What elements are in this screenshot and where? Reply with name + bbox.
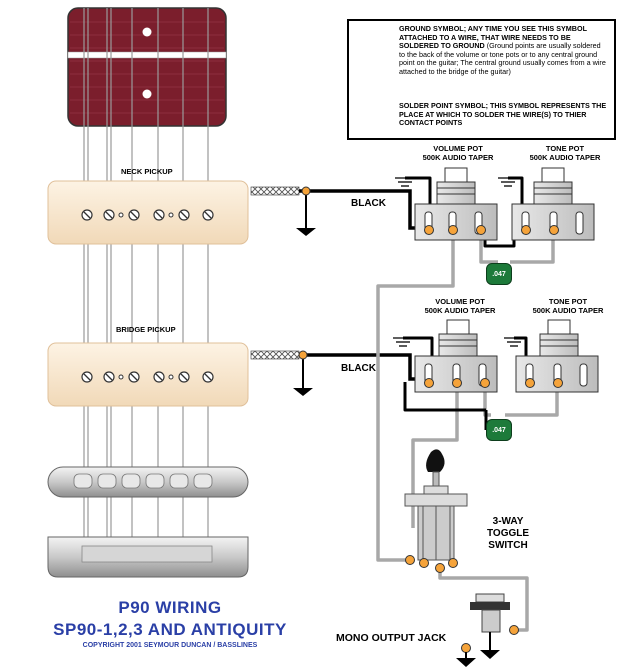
fret-marker: [142, 27, 152, 37]
neck-volume-pot: [414, 167, 498, 241]
legend-ground-title: GROUND SYMBOL; ANY TIME YOU SEE THIS SYM…: [399, 24, 587, 51]
ground-symbol: [393, 177, 524, 347]
gray-wiring: [376, 232, 559, 632]
legend-solder-title: SOLDER POINT SYMBOL; THIS SYMBOL REPRESE…: [399, 101, 607, 128]
bridge-tone-pot: [515, 319, 599, 393]
bridge-tone-capacitor: .047: [486, 419, 512, 441]
bridge-volume-pot: [414, 319, 498, 393]
bridge-pickup: [47, 342, 249, 407]
neck-pickup-lead: [250, 186, 425, 236]
guitar-bridge: [47, 466, 249, 498]
tailpiece: [47, 536, 249, 578]
bridge-pickup-lead: [250, 350, 425, 396]
copyright-notice: COPYRIGHT 2001 SEYMOUR DUNCAN / BASSLINE…: [82, 642, 258, 649]
output-jack: [456, 593, 519, 667]
fret-marker: [142, 89, 152, 99]
bridge-pickup-label: BRIDGE PICKUP: [116, 325, 176, 334]
toggle-switch: [404, 449, 468, 573]
fretboard: [67, 7, 227, 127]
neck-tone-pot: [511, 167, 595, 241]
legend-box: GROUND SYMBOL; ANY TIME YOU SEE THIS SYM…: [347, 19, 616, 140]
diagram-subtitle: SP90-1,2,3 AND ANTIQUITY: [53, 620, 287, 639]
neck-tone-capacitor: .047: [486, 263, 512, 285]
bridge-wire-label: BLACK: [341, 363, 376, 374]
neck-wire-label: BLACK: [351, 198, 386, 209]
neck-pickup: [47, 180, 249, 245]
neck-pickup-label: NECK PICKUP: [121, 167, 173, 176]
diagram-title: P90 WIRING: [118, 598, 222, 617]
legend-ground-note: (Ground points are usually soldered to t…: [399, 41, 606, 76]
output-jack-label: MONO OUTPUT JACK: [336, 632, 447, 644]
